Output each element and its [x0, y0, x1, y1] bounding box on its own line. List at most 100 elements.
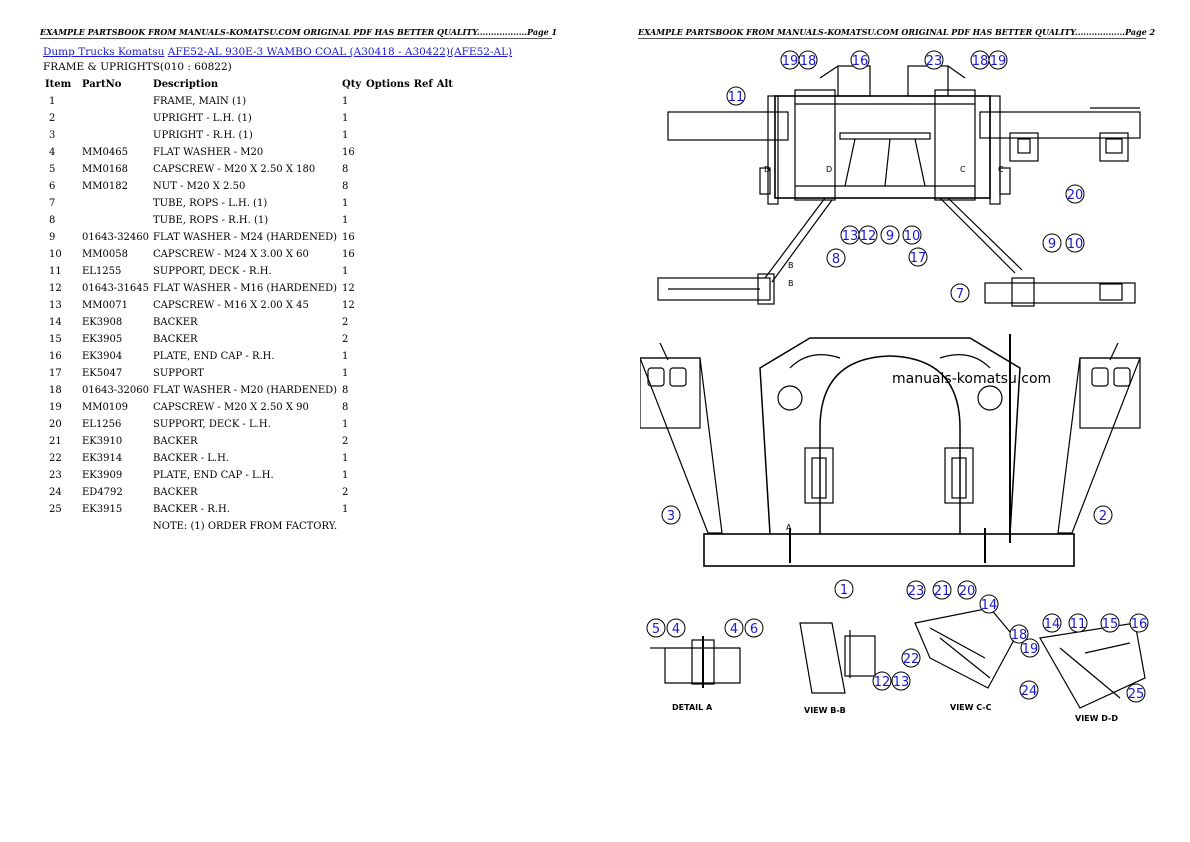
- cell-empty: [364, 399, 412, 416]
- cell-empty: [435, 331, 455, 348]
- callout-circle: [744, 618, 764, 638]
- cell-description: BACKER - L.H.: [153, 453, 229, 464]
- callout-9: 9: [880, 225, 900, 245]
- callout-circle: [1068, 613, 1088, 633]
- cell-item: 13: [49, 300, 62, 311]
- cell-empty: [412, 314, 435, 331]
- callout-label: 16: [1131, 617, 1148, 632]
- cell-description: NOTE: (1) ORDER FROM FACTORY.: [153, 521, 338, 532]
- cell-description: SUPPORT, DECK - R.H.: [153, 266, 272, 277]
- cell-partno: MM0071: [82, 300, 128, 311]
- cell-empty: [412, 399, 435, 416]
- callout-circle: [1020, 638, 1040, 658]
- callout-9: 9: [1042, 233, 1062, 253]
- cell-empty: [364, 263, 412, 280]
- callout-label: 19: [1022, 642, 1039, 657]
- cell-empty: [412, 246, 435, 263]
- callout-4: 4: [666, 618, 686, 638]
- cell-empty: [412, 416, 435, 433]
- callout-23: 23: [906, 580, 926, 600]
- cell-qty: 8: [342, 402, 349, 413]
- cell-empty: [435, 518, 455, 535]
- cell-description: SUPPORT: [153, 368, 204, 379]
- detail-a-view: DETAIL A: [650, 636, 741, 712]
- callout-24: 24: [1019, 680, 1039, 700]
- cell-qty: 16: [342, 249, 355, 260]
- callout-17: 17: [908, 247, 928, 267]
- callout-circle: [906, 580, 926, 600]
- callout-14: 14: [979, 594, 999, 614]
- cell-empty: [412, 450, 435, 467]
- cell-qty: 1: [342, 419, 349, 430]
- callout-label: 4: [730, 622, 738, 637]
- cell-description: NUT - M20 X 2.50: [153, 181, 246, 192]
- cell-partno: 01643-32060: [82, 385, 150, 396]
- cell-empty: [412, 518, 435, 535]
- cell-empty: [412, 127, 435, 144]
- callout-7: 7: [950, 283, 970, 303]
- callout-6: 6: [744, 618, 764, 638]
- cell-partno: [80, 212, 151, 229]
- cell-item: 11: [49, 266, 62, 277]
- callout-16: 16: [1129, 613, 1149, 633]
- cell-empty: [435, 229, 455, 246]
- callout-1: 1: [834, 579, 854, 599]
- cell-empty: [412, 263, 435, 280]
- section-letter-d-left: D: [764, 165, 770, 174]
- callout-25: 25: [1126, 683, 1146, 703]
- callout-label: 12: [874, 675, 891, 690]
- cell-description: CAPSCREW - M24 X 3.00 X 60: [153, 249, 309, 260]
- callout-4: 4: [724, 618, 744, 638]
- label-detail-a: DETAIL A: [672, 703, 713, 712]
- cell-qty: 2: [342, 334, 349, 345]
- cell-item: 18: [49, 385, 62, 396]
- section-letter-a: A: [786, 523, 792, 532]
- callout-label: 2: [1099, 509, 1107, 524]
- cell-empty: [435, 297, 455, 314]
- cell-empty: [364, 127, 412, 144]
- breadcrumb: Dump Trucks Komatsu AFE52-AL 930E-3 WAMB…: [43, 46, 512, 58]
- callout-label: 15: [1102, 617, 1119, 632]
- callout-circle: [1019, 680, 1039, 700]
- cell-description: BACKER: [153, 436, 198, 447]
- cell-description: UPRIGHT - L.H. (1): [153, 113, 252, 124]
- section-letter-d-mid: D: [826, 165, 832, 174]
- breadcrumb-link-category[interactable]: Dump Trucks Komatsu: [43, 46, 165, 58]
- callout-circle: [872, 671, 892, 691]
- cell-partno: EK3908: [82, 317, 123, 328]
- callout-label: 10: [1067, 237, 1084, 252]
- cell-qty: 8: [342, 164, 349, 175]
- cell-empty: [435, 144, 455, 161]
- cell-description: CAPSCREW - M16 X 2.00 X 45: [153, 300, 309, 311]
- cell-partno: [80, 93, 151, 110]
- cell-empty: [364, 467, 412, 484]
- callout-19: 19: [780, 50, 800, 70]
- callout-circle: [726, 86, 746, 106]
- cell-qty: 8: [342, 181, 349, 192]
- cell-qty: 1: [342, 130, 349, 141]
- cell-item: 2: [49, 113, 56, 124]
- cell-item: 8: [49, 215, 56, 226]
- callout-label: 23: [908, 584, 925, 599]
- cell-empty: [435, 280, 455, 297]
- callout-13: 13: [840, 225, 860, 245]
- cell-empty: [435, 161, 455, 178]
- cell-empty: [435, 178, 455, 195]
- cell-partno: EK5047: [82, 368, 123, 379]
- callout-label: 18: [1011, 628, 1028, 643]
- callout-circle: [891, 671, 911, 691]
- callout-circle: [646, 618, 666, 638]
- breadcrumb-link-model[interactable]: AFE52-AL 930E-3 WAMBO COAL (A30418 - A30…: [167, 46, 513, 58]
- cell-description: UPRIGHT - R.H. (1): [153, 130, 253, 141]
- label-view-b-b: VIEW B-B: [804, 706, 846, 715]
- cell-empty: [364, 93, 412, 110]
